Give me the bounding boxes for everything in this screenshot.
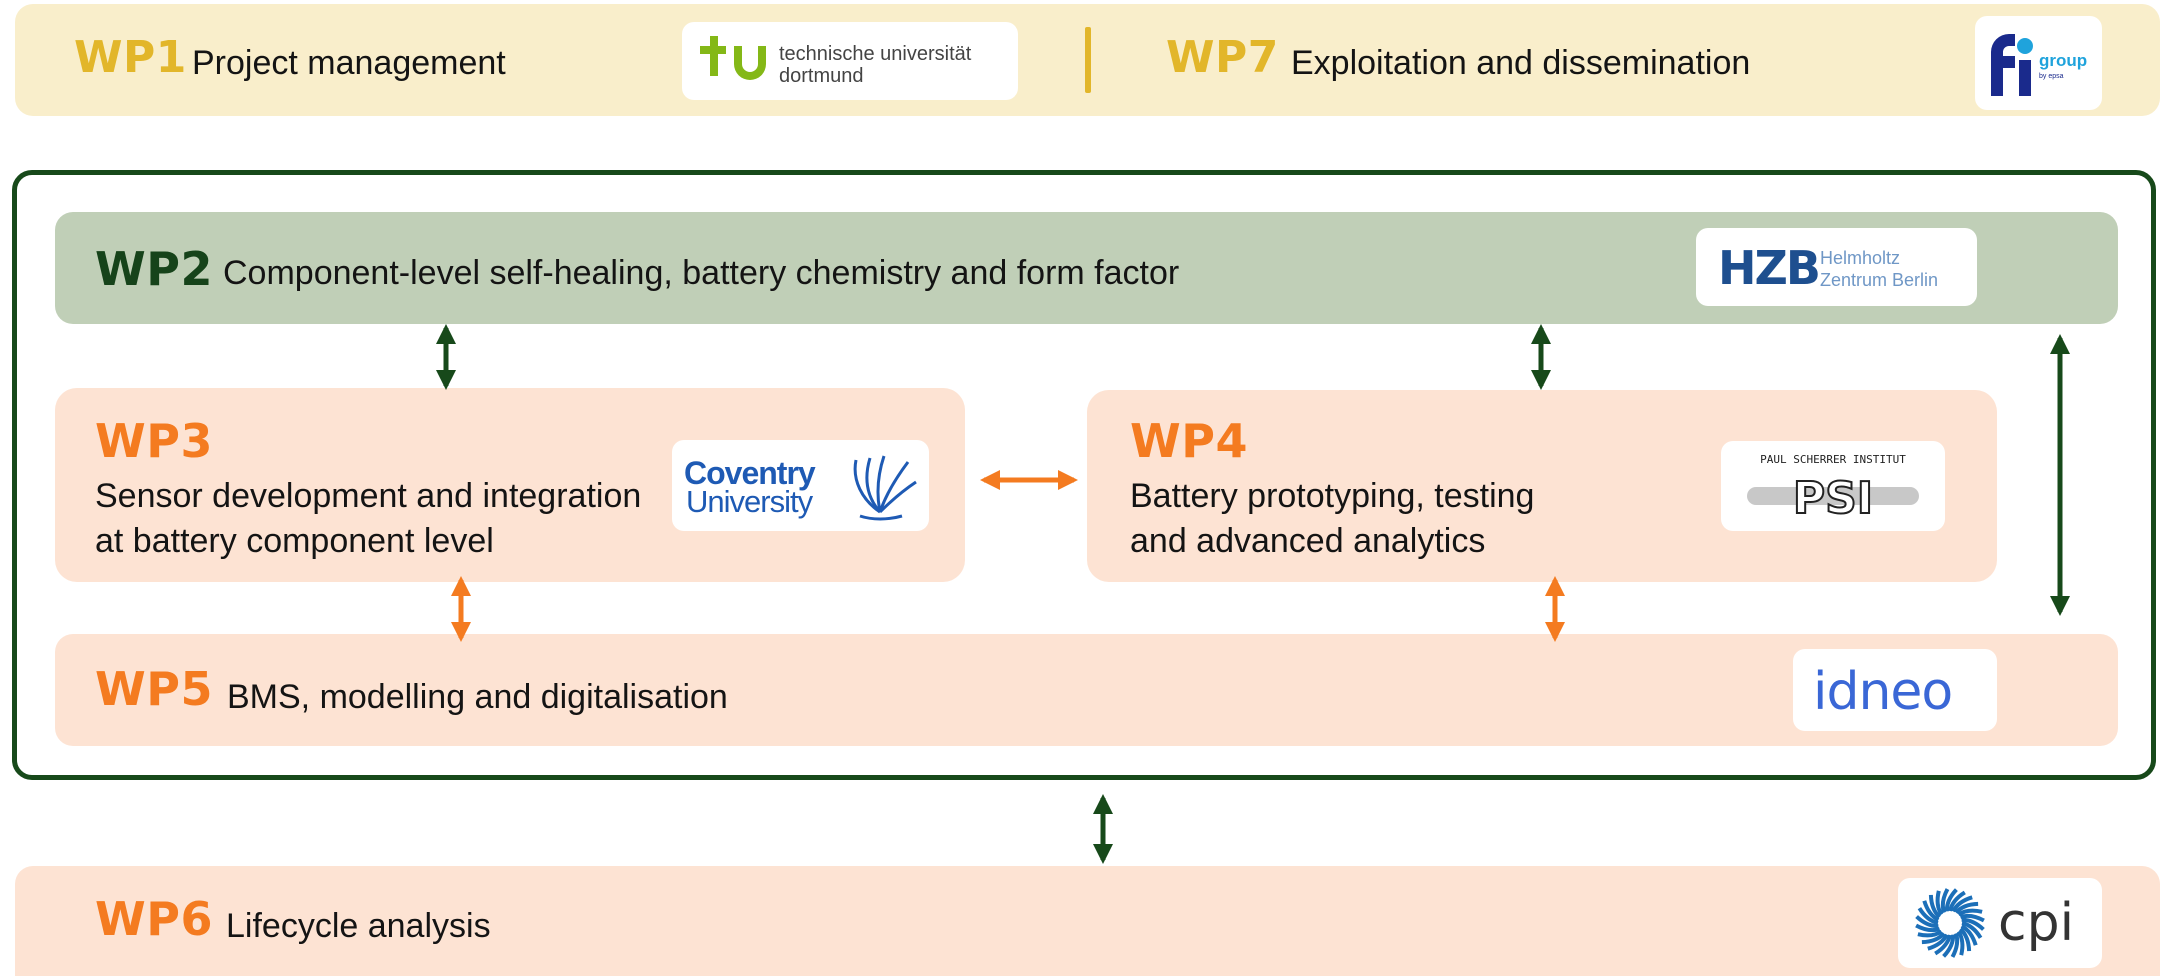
cpi-swirl-blade — [1935, 890, 1944, 916]
fi-logo-tag: by epsa — [2039, 73, 2064, 80]
cpi-swirl-blade — [1951, 895, 1973, 913]
psi-logo: PAUL SCHERRER INSTITUT PSI — [1721, 441, 1945, 531]
cpi-swirl-blade — [1958, 927, 1972, 952]
wp6-box — [15, 866, 2160, 976]
wp4-title-line2: and advanced analytics — [1130, 522, 1486, 560]
hzb-logo-mark: HZB — [1718, 241, 1819, 295]
top-divider — [1085, 27, 1091, 93]
wp2-title: Component-level self-healing, battery ch… — [223, 254, 1180, 292]
hzb-logo: HZB Helmholtz Zentrum Berlin — [1696, 228, 1977, 306]
fi-group-logo: group by epsa — [1975, 16, 2102, 110]
cpi-swirl-blade — [1956, 930, 1965, 956]
cpi-swirl-blade — [1960, 924, 1978, 946]
psi-logo-header: PAUL SCHERRER INSTITUT — [1760, 453, 1906, 466]
wp5-title: BMS, modelling and digitalisation — [227, 678, 728, 716]
idneo-logo: idneo — [1793, 649, 1997, 731]
wp4-title-line1: Battery prototyping, testing — [1130, 477, 1535, 515]
cpi-swirl-blade — [1917, 907, 1939, 925]
wp1-code: WP1 — [74, 32, 187, 83]
tu-dortmund-logo: technische universität dortmund — [682, 22, 1018, 100]
cpi-swirl-blade — [1954, 901, 1979, 915]
cpi-swirl-blade — [1961, 921, 1983, 939]
cpi-swirl-blade — [1957, 908, 1983, 917]
coventry-university-logo: Coventry University — [672, 440, 929, 531]
cpi-swirl-blade — [1934, 934, 1952, 956]
cpi-swirl-blade — [1915, 923, 1941, 933]
cpi-swirl-blade — [1922, 900, 1940, 922]
cpi-logo-text: cpi — [1998, 893, 2074, 953]
cpi-swirl-blade — [1928, 894, 1942, 919]
cpi-swirl-blade — [1950, 932, 1960, 958]
cpi-swirl-blade — [1940, 888, 1950, 914]
wp6-title: Lifecycle analysis — [226, 907, 491, 945]
wp5-code: WP5 — [95, 662, 213, 716]
cpi-swirl-blade — [1944, 888, 1958, 912]
coventry-logo-line2: University — [686, 484, 814, 519]
wp6-code: WP6 — [95, 892, 213, 946]
fi-logo-sub: group — [2039, 51, 2087, 70]
wp4-code: WP4 — [1130, 414, 1248, 468]
idneo-logo-text: idneo — [1813, 662, 1952, 722]
cpi-logo: cpi — [1898, 878, 2102, 968]
phoenix-icon — [853, 455, 917, 521]
wp3-title: Sensor development and integration at ba… — [95, 474, 675, 564]
wp4-title: Battery prototyping, testing and advance… — [1130, 474, 1710, 564]
coventry-logo-line1: Coventry — [684, 455, 816, 491]
wp3-title-line2: at battery component level — [95, 522, 494, 560]
cpi-swirl-blade — [1917, 929, 1943, 938]
hzb-logo-line2: Zentrum Berlin — [1820, 270, 1938, 290]
wp1-title: Project management — [192, 44, 506, 82]
cpi-swirl-blade — [1915, 915, 1939, 929]
tu-logo-text-1: technische universität — [779, 43, 972, 65]
cpi-swirl-blade — [1961, 917, 1985, 931]
cpi-swirl-blade — [1942, 934, 1956, 958]
cpi-swirl-blade — [1927, 933, 1949, 951]
main-frame — [12, 170, 2156, 780]
cpi-swirl-blade — [1921, 931, 1946, 945]
wp3-code: WP3 — [95, 414, 213, 468]
cpi-swirl-icon — [1915, 888, 1985, 958]
tu-logo-text-2: dortmund — [779, 65, 864, 87]
wp7-code: WP7 — [1166, 32, 1279, 83]
wp5-box — [55, 634, 2118, 746]
cpi-swirl-blade — [1959, 913, 1985, 923]
wp7-title: Exploitation and dissemination — [1291, 44, 1751, 82]
psi-logo-mark: PSI — [1793, 473, 1873, 524]
wp2-code: WP2 — [95, 242, 213, 296]
hzb-logo-line1: Helmholtz — [1820, 248, 1900, 268]
wp3-title-line1: Sensor development and integration — [95, 477, 642, 515]
cpi-swirl-blade — [1948, 890, 1966, 912]
